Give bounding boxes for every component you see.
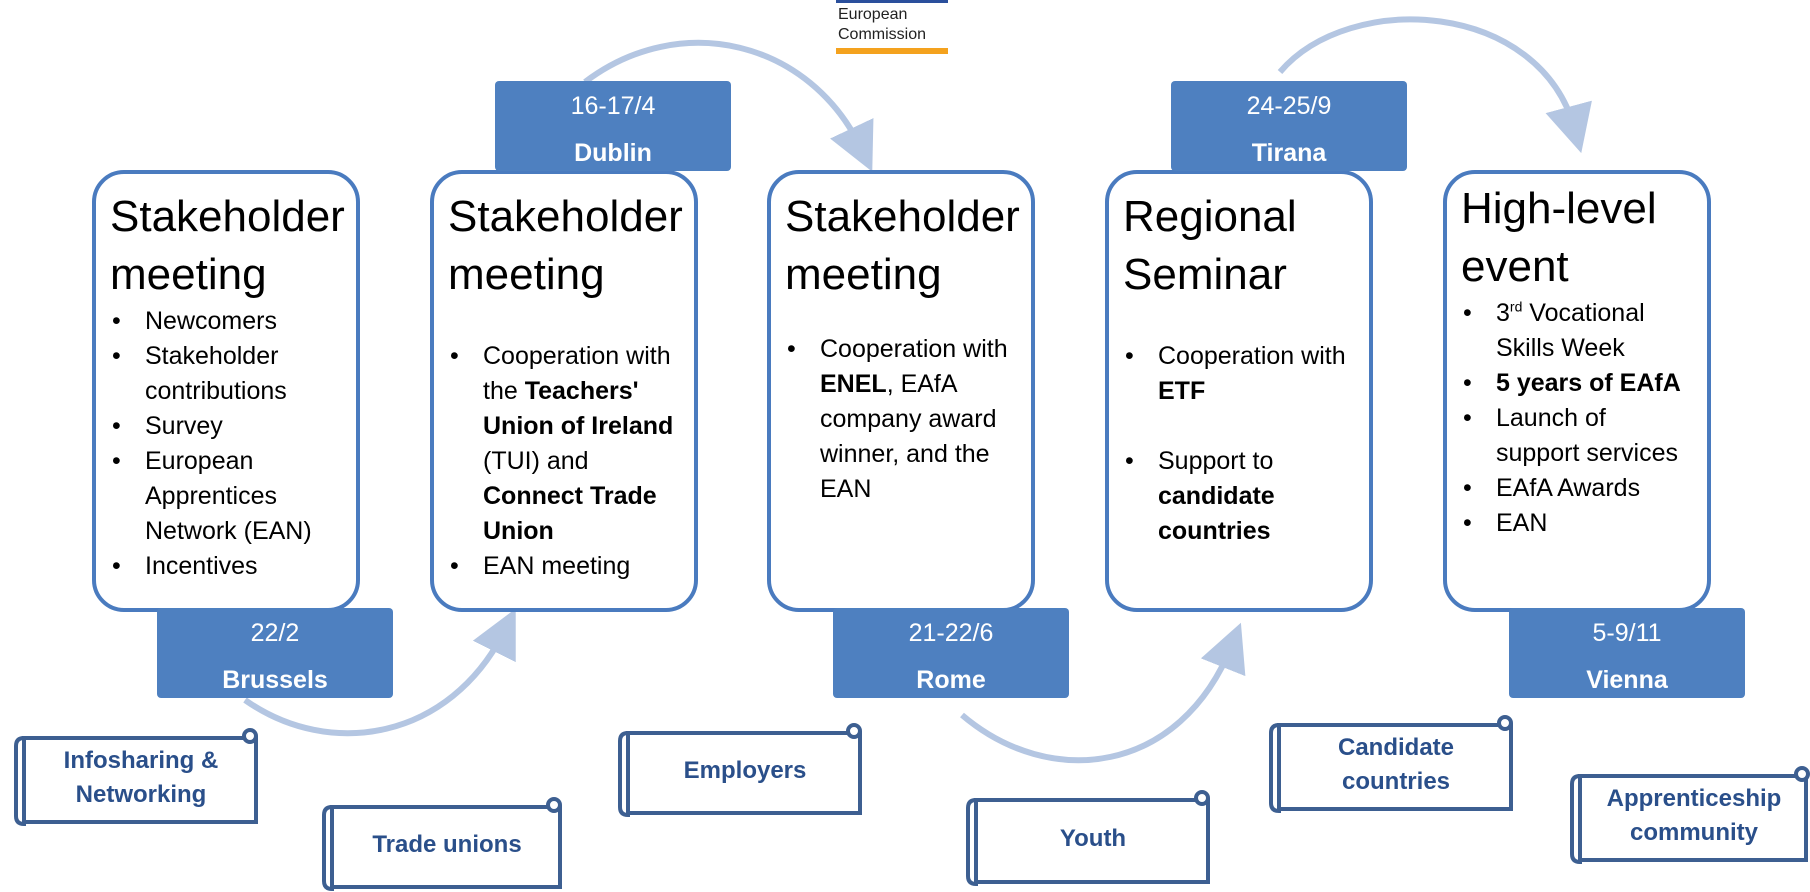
card-bullet-list: Cooperation with ENEL, EAfA company awar… xyxy=(785,332,1017,507)
scroll-label: Employers xyxy=(683,756,807,784)
bullet-item: Incentives xyxy=(110,549,342,584)
scroll-shape xyxy=(966,790,1210,887)
bullet-item: Cooperation with ETF xyxy=(1123,339,1355,409)
bullet-text: 3 xyxy=(1496,299,1510,327)
card-stakeholder-meeting-rome: Stakeholder meeting Cooperation with ENE… xyxy=(767,170,1035,612)
arrow-dublin-rome xyxy=(583,39,874,172)
bullet-item: EAfA Awards xyxy=(1461,471,1693,506)
card-title-line: Stakeholder xyxy=(785,192,1020,241)
card-bullet-list: Newcomers Stakeholder contributions Surv… xyxy=(110,304,342,584)
tag-city: Tirana xyxy=(1251,139,1327,167)
card-title: Stakeholder meeting xyxy=(110,188,345,304)
bullet-item: European Apprentices Network (EAN) xyxy=(110,444,342,549)
scroll-shape xyxy=(618,723,862,818)
tag-vienna: 5-9/11 Vienna xyxy=(1509,608,1745,698)
tag-date: 22/2 xyxy=(250,619,300,647)
scroll-shape xyxy=(1570,766,1810,865)
tag-city: Vienna xyxy=(1586,666,1668,694)
card-stakeholder-meeting-dublin: Stakeholder meeting Cooperation with the… xyxy=(430,170,698,612)
card-title-line: Seminar xyxy=(1123,250,1287,299)
bullet-item: 5 years of EAfA xyxy=(1461,366,1693,401)
card-title: Stakeholder meeting xyxy=(448,188,683,304)
card-title-line: High-level xyxy=(1461,184,1657,233)
arrow-brussels-dublin xyxy=(243,608,516,737)
bullet-item: Launch of support services xyxy=(1461,401,1693,471)
tag-date: 16-17/4 xyxy=(570,92,656,120)
scroll-label: Trade unions xyxy=(372,830,522,858)
bullet-text: , EAfA company award winner, and the EAN xyxy=(820,370,997,503)
tag-city: Brussels xyxy=(222,666,328,694)
tag-city: Dublin xyxy=(574,139,652,167)
scroll-infosharing-networking: Infosharing & Networking xyxy=(10,728,260,828)
card-title-line: meeting xyxy=(448,250,605,299)
card-high-level-event-vienna: High-level event 3rd Vocational Skills W… xyxy=(1443,170,1711,612)
bullet-bold-text: ENEL xyxy=(820,370,887,398)
bullet-bold-text: 5 years of EAfA xyxy=(1496,369,1681,397)
scroll-label: Infosharing & Networking xyxy=(63,747,219,808)
card-title: Regional Seminar xyxy=(1123,188,1355,304)
european-commission-logo: European Commission xyxy=(838,5,926,45)
bullet-bold-text: candidate countries xyxy=(1158,482,1275,545)
card-title-line: Regional xyxy=(1123,192,1297,241)
scroll-shape xyxy=(14,728,258,827)
card-title-line: meeting xyxy=(110,250,267,299)
scroll-label: Candidate countries xyxy=(1337,734,1454,795)
scroll-label: Apprenticeship community xyxy=(1606,785,1782,846)
scroll-apprenticeship-community: Apprenticeship community xyxy=(1566,766,1810,866)
tag-city: Rome xyxy=(916,666,986,694)
bullet-item: Survey xyxy=(110,409,342,444)
tag-date: 21-22/6 xyxy=(908,619,994,647)
scroll-youth: Youth xyxy=(962,790,1212,888)
bullet-text: Cooperation with the xyxy=(483,342,671,405)
card-title-line: Stakeholder xyxy=(110,192,345,241)
card-title: High-level event xyxy=(1461,180,1693,296)
bullet-item: Stakeholder contributions xyxy=(110,339,342,409)
bullet-text: Cooperation with xyxy=(820,335,1008,363)
card-title: Stakeholder meeting xyxy=(785,188,1020,304)
bullet-item: Cooperation with ENEL, EAfA company awar… xyxy=(785,332,1017,507)
arrow-tirana-vienna xyxy=(1277,16,1592,154)
scroll-trade-unions: Trade unions xyxy=(318,797,564,892)
tag-tirana: 24-25/9 Tirana xyxy=(1171,81,1407,171)
scroll-label: Youth xyxy=(1059,825,1127,852)
bullet-item: EAN xyxy=(1461,506,1693,541)
scroll-shape xyxy=(1269,715,1513,814)
bullet-item: Newcomers xyxy=(110,304,342,339)
card-bullet-list: Cooperation with the Teachers' Union of … xyxy=(448,339,680,584)
card-bullet-list: Cooperation with ETF Support to candidat… xyxy=(1123,339,1355,549)
logo-top-bar xyxy=(836,0,948,3)
bullet-item: 3rd Vocational Skills Week xyxy=(1461,296,1693,366)
logo-line-1: European xyxy=(838,6,908,23)
card-regional-seminar-tirana: Regional Seminar Cooperation with ETF Su… xyxy=(1105,170,1373,612)
card-title-line: event xyxy=(1461,242,1569,291)
bullet-bold-text: Teachers' Union of Ireland xyxy=(483,377,674,440)
card-title-line: meeting xyxy=(785,250,942,299)
tag-rome: 21-22/6 Rome xyxy=(833,608,1069,698)
bullet-item: Cooperation with the Teachers' Union of … xyxy=(448,339,680,549)
logo-line-2: Commission xyxy=(838,26,927,43)
tag-brussels: 22/2 Brussels xyxy=(157,608,393,698)
bullet-bold-text: ETF xyxy=(1158,377,1206,405)
scroll-candidate-countries: Candidate countries xyxy=(1265,715,1515,815)
tag-dublin: 16-17/4 Dublin xyxy=(495,81,731,171)
tag-date: 5-9/11 xyxy=(1592,619,1662,647)
bullet-bold-text: Connect Trade Union xyxy=(483,482,657,545)
bullet-text: Cooperation with xyxy=(1158,342,1346,370)
bullet-text: Support to xyxy=(1158,447,1274,475)
logo-accent-bar xyxy=(836,48,948,54)
scroll-shape xyxy=(322,797,562,892)
scroll-employers: Employers xyxy=(614,723,864,818)
bullet-item: Support to candidate countries xyxy=(1123,444,1355,549)
card-bullet-list: 3rd Vocational Skills Week 5 years of EA… xyxy=(1461,296,1693,541)
ordinal-suffix: rd xyxy=(1509,298,1523,315)
card-stakeholder-meeting-brussels: Stakeholder meeting Newcomers Stakeholde… xyxy=(92,170,360,612)
bullet-text: (TUI) and xyxy=(483,447,589,475)
tag-date: 24-25/9 xyxy=(1246,92,1332,120)
card-title-line: Stakeholder xyxy=(448,192,683,241)
bullet-item: EAN meeting xyxy=(448,549,680,584)
bullet-text: Vocational Skills Week xyxy=(1496,299,1645,362)
arrow-rome-tirana xyxy=(960,622,1246,764)
